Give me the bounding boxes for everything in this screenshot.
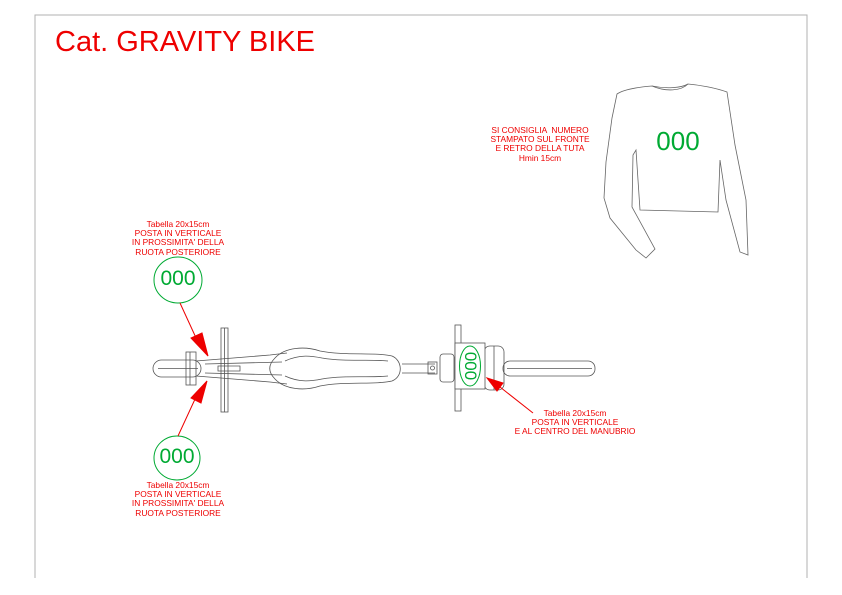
handlebar-plate-ellipse bbox=[459, 345, 481, 387]
shirt-note-line-4: Hmin 15cm bbox=[518, 152, 562, 163]
rear-top-note: Tabella 20x15cm POSTA IN VERTICALE IN PR… bbox=[110, 219, 246, 257]
rear-bottom-note-line-3: IN PROSSIMITA' DELLA bbox=[131, 498, 225, 509]
shirt-note-line-1: SI CONSIGLIA NUMERO bbox=[491, 125, 589, 135]
handlebar-note-line-2: POSTA IN VERTICALE bbox=[531, 417, 619, 428]
handlebar-arrowhead bbox=[485, 377, 504, 392]
handlebar-note-line-1: Tabella 20x15cm bbox=[543, 408, 607, 418]
rear-top-arrowhead bbox=[190, 332, 209, 357]
page-title: Cat. GRAVITY BIKE bbox=[55, 26, 316, 58]
rear-top-note-line-4: RUOTA POSTERIORE bbox=[135, 246, 221, 257]
rear-bottom-note-line-2: POSTA IN VERTICALE bbox=[134, 489, 222, 500]
rear-bottom-leader-line bbox=[177, 396, 197, 437]
shirt-collar bbox=[651, 83, 689, 91]
handlebar-leader-line bbox=[499, 386, 534, 414]
rear-top-leader-line bbox=[179, 302, 198, 341]
shirt-note: SI CONSIGLIA NUMERO STAMPATO SUL FRONTE … bbox=[478, 125, 602, 163]
rear-top-number: 000 bbox=[160, 267, 196, 290]
rear-top-plate-circle bbox=[153, 256, 203, 304]
sheet-border bbox=[34, 14, 808, 578]
front-wheel bbox=[502, 360, 596, 377]
rear-top-note-line-2: POSTA IN VERTICALE bbox=[134, 228, 222, 239]
rear-bottom-number: 000 bbox=[159, 445, 195, 468]
rear-top-note-line-3: IN PROSSIMITA' DELLA bbox=[131, 237, 225, 248]
rear-top-note-line-1: Tabella 20x15cm bbox=[146, 219, 210, 229]
shirt-note-line-2: STAMPATO SUL FRONTE bbox=[490, 134, 590, 145]
saddle bbox=[269, 347, 401, 390]
rear-bottom-arrowhead bbox=[190, 380, 208, 404]
handlebar-note: Tabella 20x15cm POSTA IN VERTICALE E AL … bbox=[500, 408, 650, 437]
shirt-outline bbox=[603, 83, 749, 259]
rear-bottom-note: Tabella 20x15cm POSTA IN VERTICALE IN PR… bbox=[110, 480, 246, 518]
handlebar-number: 000 bbox=[461, 351, 480, 381]
bike-top-view bbox=[152, 324, 596, 413]
rear-bottom-note-line-1: Tabella 20x15cm bbox=[146, 480, 210, 490]
rear-bottom-note-line-4: RUOTA POSTERIORE bbox=[135, 507, 221, 518]
shirt-number: 000 bbox=[656, 126, 700, 156]
shirt-note-line-3: E RETRO DELLA TUTA bbox=[495, 143, 585, 154]
rear-wheel bbox=[152, 359, 202, 378]
rear-bottom-plate-circle bbox=[153, 435, 201, 481]
handlebar-note-line-3: E AL CENTRO DEL MANUBRIO bbox=[514, 426, 636, 437]
